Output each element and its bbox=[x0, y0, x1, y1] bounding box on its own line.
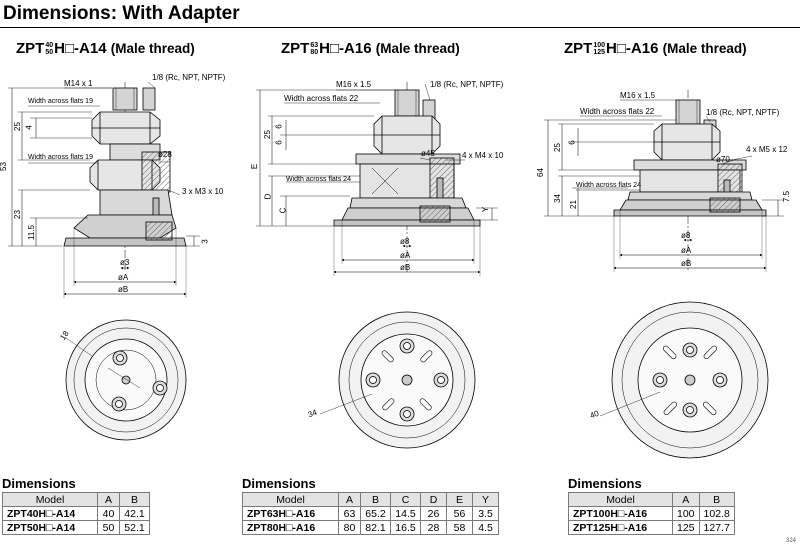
fig1-waf-top-label: Width across flats 19 bbox=[28, 98, 93, 105]
figure-2-plan-view bbox=[319, 311, 476, 449]
table-1-title: Dimensions bbox=[2, 476, 76, 491]
fig3-dim-34: 34 bbox=[552, 194, 562, 203]
table-row: ZPT63H□-A16 63 65.2 14.5 26 56 3.5 bbox=[242, 506, 499, 521]
fig2-dia-A: øA bbox=[400, 251, 411, 260]
figure-1-side-view bbox=[8, 81, 200, 298]
fig3-dia-B: øB bbox=[681, 259, 692, 268]
fig2-dim-6a: 6 bbox=[274, 124, 284, 129]
fig1-dia-28: ø28 bbox=[158, 150, 172, 159]
table-2-header-a: A bbox=[338, 492, 361, 507]
fig3-waf-bottom-label: Width across flats 24 bbox=[576, 182, 641, 189]
table-2-header-c: C bbox=[390, 492, 421, 507]
fig1-dia-B: øB bbox=[118, 285, 129, 294]
table-1: Model A B ZPT40H□-A14 40 42.1 ZPT50H□-A1… bbox=[2, 492, 150, 535]
table-row: ZPT125H□-A16 125 127.7 bbox=[568, 520, 735, 535]
fig2-thread-label: M16 x 1.5 bbox=[336, 80, 372, 89]
fig2-dim-25: 25 bbox=[262, 130, 272, 139]
table-row: ZPT80H□-A16 80 82.1 16.5 28 58 4.5 bbox=[242, 520, 499, 535]
figure-2-side-view bbox=[256, 82, 498, 276]
table-3-title: Dimensions bbox=[568, 476, 642, 491]
fig2-dia-45: ø45 bbox=[421, 149, 435, 158]
fig2-dim-C: C bbox=[278, 207, 288, 214]
fig3-dia-70: ø70 bbox=[716, 155, 730, 164]
table-1-header-a: A bbox=[97, 492, 120, 507]
page-number: 324 bbox=[785, 538, 796, 544]
fig1-dim-3: 3 bbox=[200, 239, 210, 244]
fig2-waf-bottom-label: Width across flats 24 bbox=[286, 176, 351, 183]
table-2-header-e: E bbox=[446, 492, 473, 507]
fig2-dim-D: D bbox=[263, 193, 273, 200]
fig2-dim-6b: 6 bbox=[274, 140, 284, 145]
fig3-dim-64: 64 bbox=[535, 168, 545, 177]
fig1-dia-A: øA bbox=[118, 273, 129, 282]
fig2-waf-top-label: Width across flats 22 bbox=[284, 94, 359, 103]
fig3-dim-6: 6 bbox=[567, 140, 577, 145]
table-2-title: Dimensions bbox=[242, 476, 316, 491]
fig3-waf-top-label: Width across flats 22 bbox=[580, 107, 655, 116]
table-2-header-b: B bbox=[360, 492, 391, 507]
fig2-screws-label: 4 x M4 x 10 bbox=[462, 151, 504, 160]
page-title: Dimensions: With Adapter bbox=[3, 3, 240, 24]
fig1-port-label: 1/8 (Rc, NPT, NPTF) bbox=[152, 73, 226, 82]
fig1-dia-3: ø3 bbox=[120, 258, 130, 267]
figure-3-plan-view bbox=[599, 301, 769, 459]
table-row: ZPT100H□-A16 100 102.8 bbox=[568, 506, 735, 521]
fig2-dim-E: E bbox=[250, 163, 260, 170]
table-2-header-model: Model bbox=[242, 492, 339, 507]
figure-1-plan-view bbox=[65, 319, 187, 441]
fig1-dim-4: 4 bbox=[24, 125, 34, 130]
fig3-port-label: 1/8 (Rc, NPT, NPTF) bbox=[706, 108, 780, 117]
table-2-header-y: Y bbox=[472, 492, 499, 507]
fig1-screws-label: 3 x M3 x 10 bbox=[182, 187, 224, 196]
fig3-thread-label: M16 x 1.5 bbox=[620, 91, 656, 100]
table-3-header-b: B bbox=[698, 492, 735, 507]
fig3-dim-7-5: 7.5 bbox=[782, 190, 792, 203]
table-row: ZPT50H□-A14 50 52.1 bbox=[2, 520, 150, 535]
fig1-waf-bottom-label: Width across flats 19 bbox=[28, 154, 93, 161]
table-2: Model A B C D E Y ZPT63H□-A16 63 65.2 14… bbox=[242, 492, 499, 535]
fig3-dia-8: ø8 bbox=[681, 231, 691, 240]
fig2-dia-8: ø8 bbox=[400, 237, 410, 246]
fig1-dim-11-5: 11.5 bbox=[26, 225, 36, 240]
figure-3-side-view bbox=[544, 90, 784, 272]
table-1-header-model: Model bbox=[2, 492, 98, 507]
fig2-dia-B: øB bbox=[400, 263, 411, 272]
fig3-dim-21: 21 bbox=[568, 200, 578, 209]
table-1-header-b: B bbox=[119, 492, 150, 507]
table-row: ZPT40H□-A14 40 42.1 bbox=[2, 506, 150, 521]
fig3-screws-label: 4 x M5 x 12 bbox=[746, 145, 788, 154]
fig3-dia-A: øA bbox=[681, 246, 692, 255]
table-3-header-model: Model bbox=[568, 492, 673, 507]
table-2-header-d: D bbox=[420, 492, 447, 507]
title-rule bbox=[0, 27, 800, 28]
fig1-dim-25: 25 bbox=[12, 122, 22, 131]
fig1-dim-23: 23 bbox=[12, 210, 22, 219]
fig2-port-label: 1/8 (Rc, NPT, NPTF) bbox=[430, 80, 504, 89]
table-3: Model A B ZPT100H□-A16 100 102.8 ZPT125H… bbox=[568, 492, 735, 535]
fig3-dim-25: 25 bbox=[552, 143, 562, 152]
fig1-thread-label: M14 x 1 bbox=[64, 79, 93, 88]
fig1-dim-53: 53 bbox=[0, 162, 8, 171]
fig2-dim-Y: Y bbox=[481, 206, 491, 213]
table-3-header-a: A bbox=[672, 492, 700, 507]
technical-drawing bbox=[8, 81, 784, 459]
